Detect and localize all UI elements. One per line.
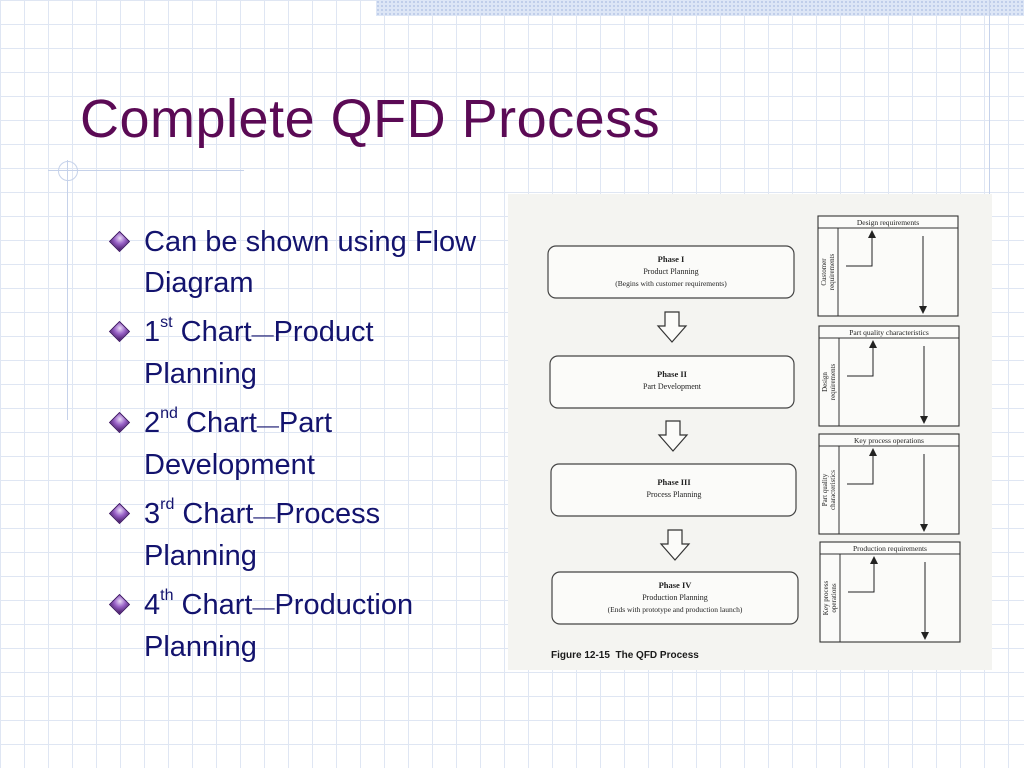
up-arrow-icon (870, 556, 878, 564)
phase-title: Phase IV (659, 580, 693, 590)
diamond-bullet-icon (108, 411, 131, 434)
bullet-list: Can be shown using Flow Diagram 1st Char… (108, 222, 478, 676)
bullet-item: Can be shown using Flow Diagram (108, 222, 478, 304)
qfd-matrix-2: Part quality characteristics Design requ… (818, 325, 960, 427)
ordinal-suffix: nd (160, 405, 178, 422)
bullet-item: 1st Chart—Product Planning (108, 312, 478, 395)
bullet-chart-word: Chart (172, 316, 252, 348)
up-arrow-icon (868, 230, 876, 238)
down-arrow-icon (920, 524, 928, 532)
slide-title: Complete QFD Process (80, 89, 661, 149)
matrix-side-label: Part quality (821, 473, 829, 506)
em-dash: — (256, 412, 279, 437)
up-arrow-icon (869, 340, 877, 348)
diamond-bullet-icon (108, 230, 131, 253)
decorative-circle (58, 161, 78, 181)
matrix-side-label: Design (821, 372, 829, 392)
bullet-item: 2nd Chart—Part Development (108, 403, 478, 486)
qfd-matrix-1: Design requirements Customer requirement… (817, 215, 959, 317)
bullet-chart-word: Chart (177, 407, 257, 439)
bullet-item: 4th Chart—Production Planning (108, 585, 478, 668)
up-arrow-icon (869, 448, 877, 456)
diamond-bullet-icon (108, 502, 131, 525)
bullet-chart-word: Chart (173, 589, 253, 621)
bullet-text: Part Development (144, 407, 333, 481)
diamond-bullet-icon (108, 320, 131, 343)
matrix-side-label: characteristics (829, 470, 837, 510)
matrix-side-label: requirements (828, 253, 836, 290)
bullet-text: Can be shown using Flow Diagram (144, 226, 477, 299)
phase-note: (Begins with customer requirements) (615, 279, 727, 288)
down-arrow-icon (919, 306, 927, 314)
ordinal-suffix: st (160, 314, 173, 331)
matrix-top-label: Production requirements (853, 544, 927, 553)
em-dash: — (252, 594, 275, 619)
ordinal-suffix: rd (160, 496, 175, 513)
bullet-item: 3rd Chart—Process Planning (108, 494, 478, 577)
ordinal-suffix: th (160, 587, 174, 604)
matrix-side-label: Key process (822, 581, 830, 616)
phase-subtitle: Part Development (643, 382, 702, 391)
phase-box-2: Phase II Part Development (549, 355, 795, 409)
bullet-number: 4 (144, 589, 161, 621)
phase-subtitle: Product Planning (643, 267, 698, 276)
phase-note: (Ends with prototype and production laun… (608, 605, 743, 614)
matrix-side-label: Customer (820, 258, 828, 286)
bullet-number: 2 (144, 407, 161, 439)
phase-subtitle: Process Planning (647, 490, 702, 499)
matrix-top-label: Design requirements (857, 218, 919, 227)
decorative-horizontal-line (48, 170, 244, 171)
figure-caption: Figure 12-15 The QFD Process (551, 650, 699, 661)
bullet-chart-word: Chart (174, 498, 254, 530)
phase-title: Phase I (658, 254, 685, 264)
phase-box-1: Phase I Product Planning (Begins with cu… (547, 245, 795, 299)
matrix-side-label: requirements (829, 363, 837, 400)
figure-title: The QFD Process (615, 650, 699, 661)
phase-box-4: Phase IV Production Planning (Ends with … (551, 571, 799, 625)
decorative-vertical-line (67, 160, 68, 420)
bullet-number: 1 (144, 316, 161, 348)
qfd-matrix-3: Key process operations Part quality char… (818, 433, 960, 535)
down-arrow-icon (921, 632, 929, 640)
qfd-flow-diagram: Phase I Product Planning (Begins with cu… (547, 215, 961, 643)
phase-subtitle: Production Planning (642, 593, 708, 602)
bullet-number: 3 (144, 498, 161, 530)
bullet-text: Production Planning (144, 589, 414, 663)
phase-box-3: Phase III Process Planning (550, 463, 797, 517)
decorative-vertical-line (989, 0, 990, 262)
matrix-top-label: Part quality characteristics (849, 328, 929, 337)
phase-title: Phase II (657, 369, 688, 379)
em-dash: — (253, 503, 276, 528)
decorative-top-band (376, 0, 1024, 16)
matrix-side-label: operations (830, 583, 838, 612)
bullet-text: Process Planning (144, 498, 381, 572)
diamond-bullet-icon (108, 593, 131, 616)
qfd-matrix-4: Production requirements Key process oper… (819, 541, 961, 643)
down-arrow-icon (656, 311, 688, 343)
figure-number: Figure 12-15 (551, 650, 610, 661)
phase-title: Phase III (657, 477, 691, 487)
matrix-top-label: Key process operations (854, 436, 924, 445)
down-arrow-icon (659, 529, 691, 561)
qfd-process-figure: Phase I Product Planning (Begins with cu… (508, 194, 992, 670)
bullet-text: Product Planning (144, 316, 374, 390)
down-arrow-icon (657, 420, 689, 452)
em-dash: — (251, 321, 274, 346)
down-arrow-icon (920, 416, 928, 424)
